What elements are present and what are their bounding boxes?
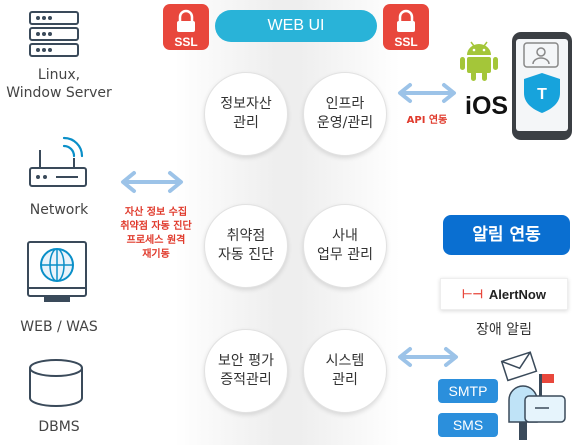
dbms-label: DBMS bbox=[38, 419, 80, 435]
module-vuln-scan: 취약점 자동 진단 bbox=[204, 204, 288, 288]
smtp-badge: SMTP bbox=[438, 379, 498, 403]
alertnow-logo: ⊢⊣ AlertNow bbox=[440, 278, 568, 310]
mobile-app-icon: T bbox=[512, 32, 572, 140]
android-icon bbox=[460, 41, 498, 81]
ssl-right-icon: SSL bbox=[383, 4, 429, 50]
web-was-label: WEB / WAS bbox=[20, 319, 98, 335]
ssl-left-text: SSL bbox=[174, 35, 197, 49]
sms-badge: SMS bbox=[438, 413, 498, 437]
envelope-icon bbox=[500, 351, 538, 382]
alertnow-mark-icon: ⊢⊣ bbox=[462, 287, 483, 301]
module-internal-work: 사내 업무 관리 bbox=[303, 204, 387, 288]
left-link-arrow bbox=[121, 171, 183, 193]
api-link-note: API 연동 bbox=[406, 115, 448, 126]
module-infra-operations: 인프라 운영/관리 bbox=[303, 72, 387, 156]
ios-label: iOS bbox=[465, 92, 509, 120]
alarm-integration-badge: 알림 연동 bbox=[443, 215, 570, 255]
left-link-note: 자산 정보 수집 취약점 자동 진단 프로세스 원격 재기동 bbox=[120, 207, 192, 260]
server-icon bbox=[29, 11, 79, 57]
alertnow-text: AlertNow bbox=[488, 286, 546, 302]
module-system-management: 시스템 관리 bbox=[303, 329, 387, 413]
web-was-icon bbox=[27, 241, 87, 302]
linux-server-label: Linux, Window Server bbox=[6, 67, 112, 101]
ssl-right-text: SSL bbox=[394, 35, 417, 49]
router-icon bbox=[29, 136, 87, 187]
svg-text:T: T bbox=[537, 86, 547, 103]
notify-link-arrow bbox=[398, 347, 458, 367]
source-column: Linux, Window Server Network WEB / WAS D… bbox=[0, 0, 118, 445]
database-icon bbox=[29, 359, 83, 407]
mailbox-icon bbox=[508, 374, 566, 440]
ssl-left-icon: SSL bbox=[163, 4, 209, 50]
failure-alert-label: 장애 알림 bbox=[476, 322, 532, 338]
api-link-arrow bbox=[398, 83, 456, 103]
module-security-evidence: 보안 평가 증적관리 bbox=[204, 329, 288, 413]
network-label: Network bbox=[29, 202, 89, 218]
module-asset-management: 정보자산 관리 bbox=[204, 72, 288, 156]
web-ui-banner: WEB UI bbox=[215, 10, 377, 42]
